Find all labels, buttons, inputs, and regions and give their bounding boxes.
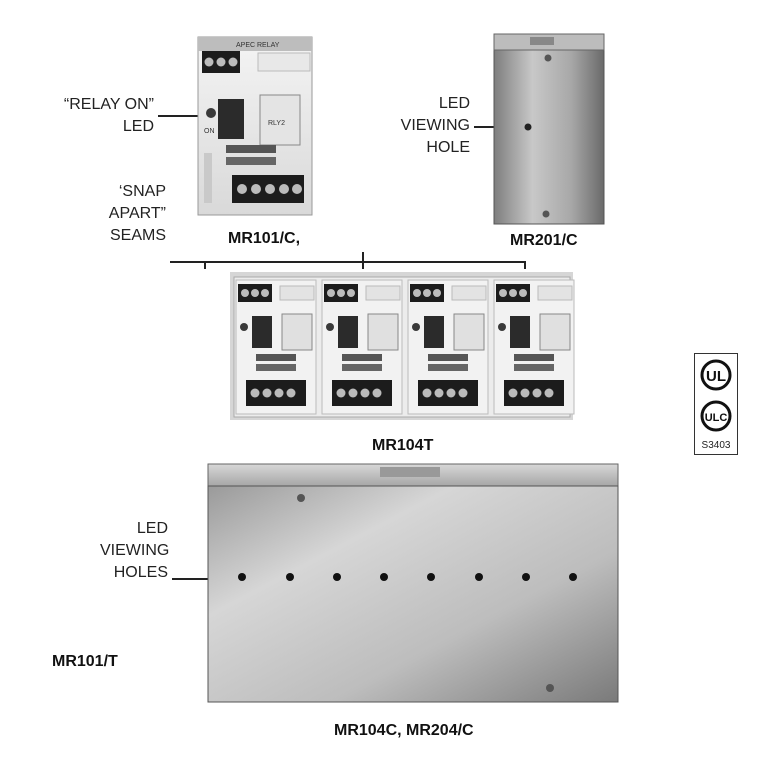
callout-line: “RELAY ON” — [63, 96, 154, 113]
led-viewing-holes-leader — [172, 578, 242, 580]
caption-mr104c-mr204c: MR104C, MR204/C — [334, 722, 474, 739]
ulc-symbol: ULC — [705, 412, 728, 424]
snap-seam-tick — [204, 261, 206, 269]
callout-line: SEAMS — [109, 227, 166, 244]
callout-line: LED — [438, 95, 470, 112]
mr104c-enclosure-image — [207, 463, 619, 703]
caption-mr201c: MR201/C — [510, 232, 578, 249]
led-viewing-hole — [380, 573, 388, 581]
callout-line: VIEWING — [100, 542, 170, 559]
snap-seams-leader — [170, 261, 526, 263]
relay-label: RLY2 — [268, 120, 285, 127]
board-header-label: APEC RELAY — [236, 42, 280, 49]
ul-file-code: S3403 — [701, 440, 731, 451]
snap-seam-tick — [362, 252, 364, 269]
led-on-label: ON — [204, 128, 215, 135]
led-viewing-hole — [333, 573, 341, 581]
mr201c-enclosure-image — [493, 33, 605, 225]
callout-line: VIEWING — [400, 117, 470, 134]
callout-line: LED — [136, 520, 168, 537]
ul-symbol: UL — [706, 368, 726, 385]
led-viewing-hole-callout: LED VIEWING HOLE — [400, 93, 470, 159]
led-viewing-hole — [569, 573, 577, 581]
callout-line: ‘SNAP — [118, 183, 166, 200]
snap-apart-seams-callout: ‘SNAP APART” SEAMS — [100, 181, 166, 247]
relay-on-led-leader — [158, 115, 206, 117]
callout-line: HOLES — [113, 564, 168, 581]
callout-line: HOLE — [426, 139, 470, 156]
mr104t-module — [235, 279, 317, 415]
led-viewing-hole — [427, 573, 435, 581]
caption-mr101c: MR101/C, — [228, 230, 301, 247]
caption-mr104t: MR104T — [372, 437, 434, 454]
led-viewing-hole — [238, 573, 246, 581]
mr101c-board-image: APEC RELAY ON RLY2 — [197, 36, 313, 216]
ul-certification-mark: UL ULC S3403 — [694, 353, 738, 455]
mr104t-board-image — [230, 272, 575, 420]
led-viewing-hole — [522, 573, 530, 581]
callout-line: APART” — [108, 205, 166, 222]
snap-seam-tick — [524, 261, 526, 269]
led-viewing-hole — [475, 573, 483, 581]
caption-mr101t: MR101/T — [52, 653, 118, 670]
callout-line: LED — [122, 118, 154, 135]
led-viewing-holes-callout: LED VIEWING HOLES — [100, 518, 170, 584]
relay-on-led-callout: “RELAY ON” LED — [30, 94, 154, 138]
led-viewing-hole — [286, 573, 294, 581]
